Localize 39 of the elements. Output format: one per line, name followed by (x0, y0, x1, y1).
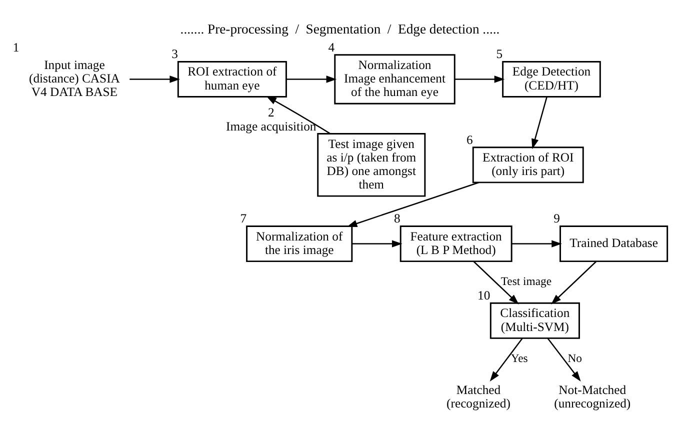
arrow (490, 338, 523, 382)
arrow (473, 260, 519, 304)
node-box: Trained Database (560, 226, 668, 262)
arrow (512, 240, 562, 248)
node-label: 6 (466, 132, 473, 147)
node-box: ROI extraction of human eye (177, 61, 287, 98)
node-text: Input image (distance) CASIA V4 DATA BASE (29, 58, 120, 100)
arrow (266, 96, 331, 134)
arrow (532, 97, 548, 150)
node-label: 2 (268, 106, 274, 120)
node-box: Edge Detection (CED/HT) (502, 61, 601, 98)
edge-label: No (568, 352, 582, 366)
arrow (286, 76, 337, 83)
node-label: Image acquisition (226, 119, 316, 134)
arrow (346, 182, 479, 227)
edge-label: Test image (500, 275, 552, 288)
edge-label: Yes (510, 352, 528, 366)
node-box: Extraction of ROI (only iris part) (472, 146, 584, 184)
node-label: 5 (496, 47, 503, 62)
node-label: 4 (328, 40, 335, 54)
node-label: 10 (478, 288, 490, 303)
node-label: 1 (12, 40, 20, 54)
node-text: Not-Matched (unrecognized) (554, 383, 631, 411)
node-box: Test image given as i/p (taken from DB) one amongst them (317, 133, 426, 197)
arrow (547, 338, 581, 382)
node-box: Classification (Multi-SVM) (490, 302, 580, 339)
diagram-title: ....... Pre-processing / Segmentation / Edge detection ..... (180, 22, 500, 37)
arrow (352, 240, 402, 248)
node-box: Feature extraction (L B P Method) (400, 226, 512, 262)
node-label: 8 (394, 212, 400, 226)
node-box: Normalization of the iris image (246, 226, 353, 262)
arrow (130, 76, 180, 83)
node-label: 7 (240, 212, 247, 226)
node-text: Matched (recognized) (446, 383, 510, 411)
node-label: 9 (554, 212, 560, 226)
node-label: 3 (172, 47, 178, 62)
node-box: Normalization Image enhancement of the human eye (334, 54, 456, 104)
arrow (454, 76, 505, 83)
arrow (551, 260, 597, 304)
